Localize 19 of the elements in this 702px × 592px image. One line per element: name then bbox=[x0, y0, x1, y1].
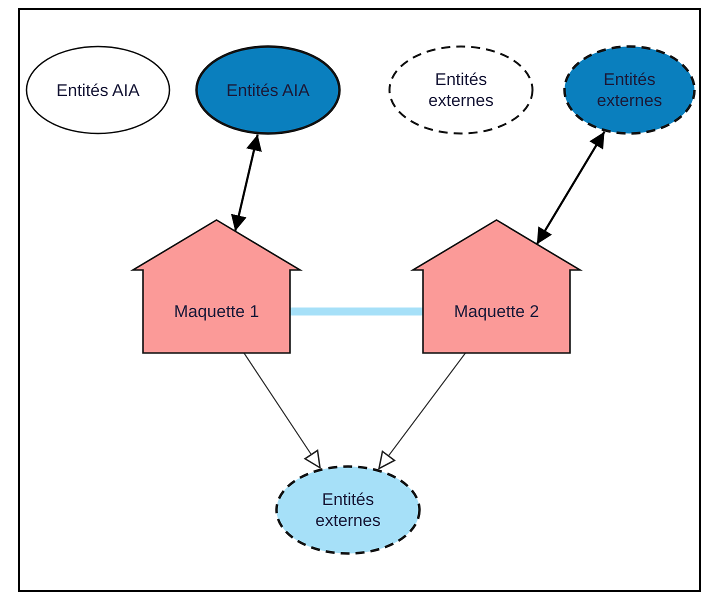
entity-ellipse bbox=[388, 45, 534, 135]
node-label: Entités AIA bbox=[226, 80, 310, 100]
node-label: Maquette 2 bbox=[454, 301, 540, 322]
node-label: Maquette 1 bbox=[174, 301, 260, 322]
node-label: Entités externes bbox=[314, 489, 382, 531]
arrow bbox=[536, 131, 606, 245]
entity-ellipse bbox=[275, 465, 421, 555]
node-label: Entités AIA bbox=[56, 80, 140, 100]
entity-ellipse bbox=[25, 45, 171, 135]
arrow bbox=[231, 134, 262, 232]
house-shape bbox=[413, 220, 580, 353]
house-shape bbox=[133, 220, 300, 353]
arrow bbox=[244, 352, 321, 469]
node-label: Entités externes bbox=[427, 69, 495, 111]
node-label: Entités externes bbox=[596, 69, 664, 111]
arrow bbox=[378, 352, 466, 470]
entity-ellipse bbox=[195, 45, 341, 135]
connector-line bbox=[290, 308, 423, 316]
entity-ellipse bbox=[563, 45, 696, 135]
